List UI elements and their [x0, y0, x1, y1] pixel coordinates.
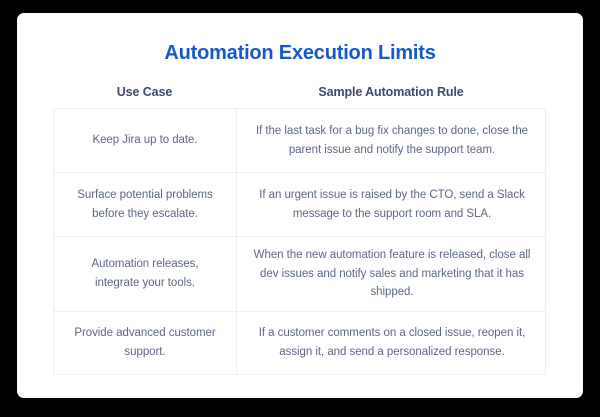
- page-title: Automation Execution Limits: [164, 42, 436, 64]
- column-header-sample-automation-rule: Sample Automation Rule: [318, 84, 464, 99]
- table-header-row: Use Case Sample Automation Rule: [53, 75, 546, 108]
- automation-limits-table: Use Case Sample Automation Rule Keep Jir…: [53, 75, 546, 375]
- cell-use-case: Provide advanced customer support.: [54, 312, 237, 374]
- table-row: Automation releases, integrate your tool…: [54, 237, 545, 312]
- cell-sample-automation-rule: If a customer comments on a closed issue…: [258, 327, 526, 358]
- table-row: Provide advanced customer support. If a …: [54, 312, 545, 374]
- cell-use-case: Surface potential problems before they e…: [54, 173, 237, 236]
- cell-use-case: Keep Jira up to date.: [54, 109, 237, 172]
- column-header-use-case: Use Case: [116, 84, 173, 99]
- cell-sample-automation-rule: When the new automation feature is relea…: [253, 249, 531, 299]
- cell-sample-automation-rule: If the last task for a bug fix changes t…: [255, 124, 529, 156]
- table-row: Keep Jira up to date. If the last task f…: [54, 109, 545, 173]
- table-body: Keep Jira up to date. If the last task f…: [53, 108, 546, 375]
- cell-sample-automation-rule: If an urgent issue is raised by the CTO,…: [259, 188, 525, 220]
- table-row: Surface potential problems before they e…: [54, 173, 545, 237]
- cell-use-case: Automation releases, integrate your tool…: [54, 237, 237, 311]
- content-card: Automation Execution Limits Use Case Sam…: [17, 13, 583, 398]
